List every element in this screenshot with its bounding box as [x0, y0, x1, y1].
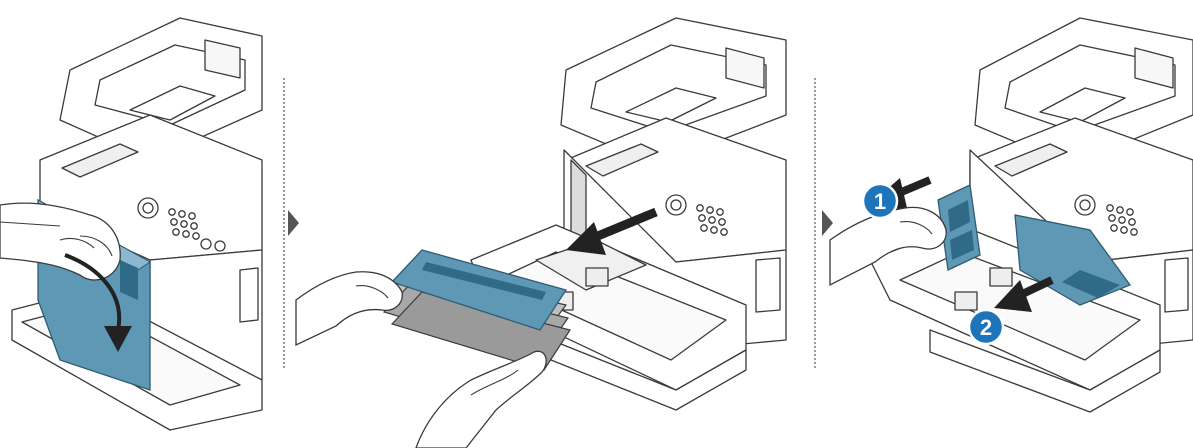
printer-remove-waste-toner-illustration: 1 2 — [829, 17, 1193, 413]
direction-arrow-icon — [566, 222, 606, 255]
callout-2: 2 — [967, 308, 1005, 346]
callout-number: 2 — [980, 315, 992, 340]
step-3-remove-waste-toner-container: 1 2 — [829, 0, 1193, 448]
toner-cartridge-stack — [374, 249, 571, 371]
step-1-open-front-cover — [0, 0, 263, 448]
printer-open-cover-illustration — [0, 17, 263, 431]
step-divider — [283, 78, 285, 368]
next-step-arrow-icon — [288, 210, 299, 236]
callout-number: 1 — [874, 189, 886, 214]
direction-arrow-icon — [994, 280, 1032, 312]
step-2-remove-toner-cartridges — [295, 0, 787, 448]
step-divider — [814, 78, 816, 368]
printer-remove-toner-illustration — [295, 17, 787, 448]
direction-arrow-icon — [104, 326, 132, 352]
next-step-arrow-icon — [822, 210, 833, 236]
callout-1: 1 — [861, 182, 899, 220]
